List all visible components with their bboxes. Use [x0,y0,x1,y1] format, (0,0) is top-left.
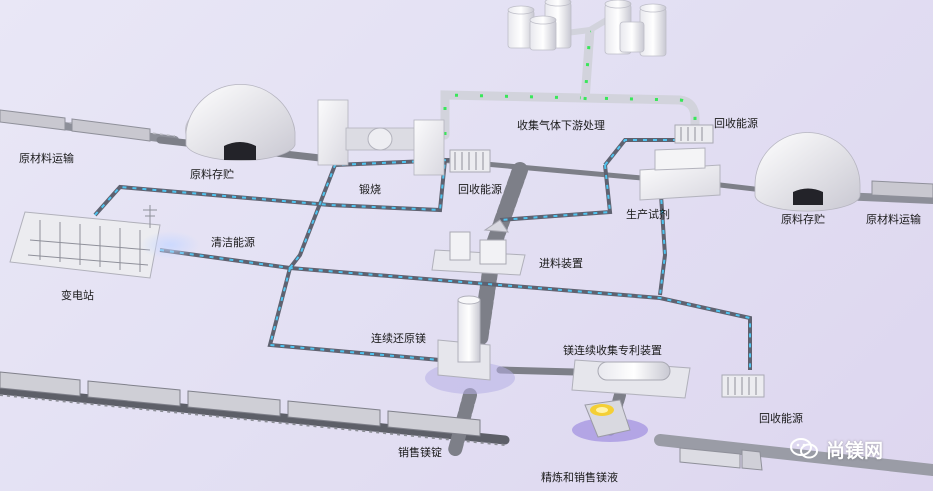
watermark-text: 尚镁网 [826,439,884,462]
train-cars-top-left [0,109,151,142]
heat-recovery-unit-center [449,149,491,173]
label-heat-recovery-top: 回收能源 [714,117,758,130]
label-heat-recovery-bottom: 回收能源 [759,412,803,425]
railway-bottom [0,385,510,446]
train-cars-right [871,180,933,199]
raw-storage-dome-left [185,83,296,161]
refining-ladle [572,399,648,442]
clean-energy-glow [140,231,200,259]
reagent-production-building [639,147,721,201]
feeding-device [431,219,526,276]
label-raw-storage-left: 原料存贮 [190,168,234,181]
label-heat-recovery-center: 回收能源 [458,183,502,196]
heat-recovery-unit-top [674,124,714,144]
gas-collection-pipes [440,12,700,140]
delivery-truck [679,447,763,471]
gas-storage-tanks [507,0,667,57]
label-refining-sales: 精炼和销售镁液 [541,471,618,484]
mg-collection-device [571,359,691,399]
pipe-network [93,138,752,370]
substation [9,205,161,279]
label-clean-energy: 清洁能源 [211,236,255,249]
label-ingot-sales: 销售镁锭 [398,446,442,459]
label-raw-transport-left: 原材料运输 [19,152,74,165]
wechat-icon [790,438,818,459]
label-calcination: 锻烧 [359,183,381,196]
calcination-kiln [317,99,445,176]
train-cars-bottom [0,371,481,437]
label-raw-transport-right: 原材料运输 [866,213,921,226]
label-reagent-production: 生产试剂 [626,208,670,221]
heat-recovery-unit-bottom [721,374,765,398]
label-substation: 变电站 [61,289,94,302]
label-mg-collection-device: 镁连续收集专利装置 [563,344,662,357]
watermark: 尚镁网 [790,436,883,462]
label-gas-processing: 收集气体下游处理 [517,119,605,132]
label-feeding-device: 进料装置 [539,257,583,270]
reduction-tower [425,295,515,394]
label-continuous-reduction: 连续还原镁 [371,332,426,345]
label-raw-storage-right: 原料存贮 [781,213,825,226]
raw-storage-dome-right [754,132,861,212]
